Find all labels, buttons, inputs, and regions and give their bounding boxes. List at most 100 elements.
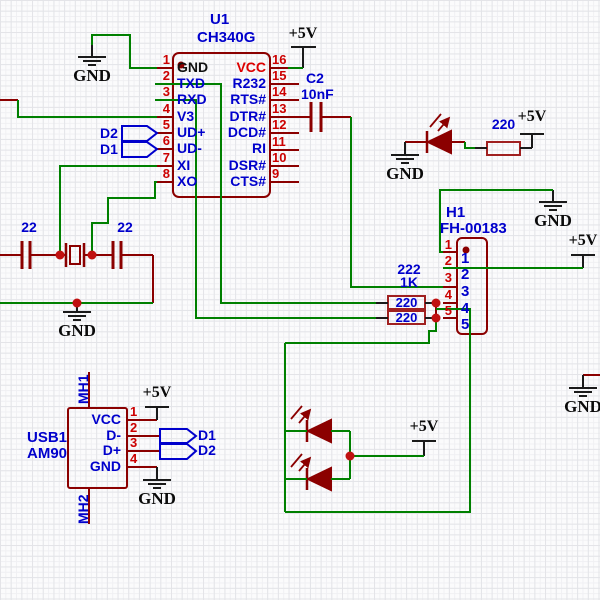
h1-num-1: 1 bbox=[444, 237, 452, 252]
p5v-symbol-topright[interactable] bbox=[520, 133, 544, 148]
h1-inner-5: 5 bbox=[461, 316, 470, 333]
u1-part[interactable]: CH340G bbox=[197, 29, 256, 46]
h1-num-2: 2 bbox=[444, 253, 452, 268]
p5v-label-leds[interactable]: +5V bbox=[409, 418, 439, 435]
netflag-d2-u1[interactable] bbox=[121, 125, 159, 142]
wire-dtr-c2-h1pin3[interactable] bbox=[350, 117, 443, 288]
wire-xi[interactable] bbox=[59, 165, 157, 255]
r2-value[interactable]: 220 bbox=[395, 310, 418, 325]
rnet-label-1k[interactable]: 1K bbox=[400, 274, 418, 290]
h1-num-5: 5 bbox=[444, 303, 452, 318]
u1-pin-num-4: 4 bbox=[162, 101, 170, 116]
usb-ref[interactable]: USB1 bbox=[27, 429, 68, 446]
cap22-right[interactable] bbox=[111, 241, 123, 269]
u1-pin-cts: CTS# bbox=[230, 173, 266, 189]
r1-value[interactable]: 220 bbox=[395, 295, 418, 310]
gnd-label-crystal[interactable]: GND bbox=[58, 321, 96, 340]
c2-value[interactable]: 10nF bbox=[301, 86, 334, 102]
gnd-label-right[interactable]: GND bbox=[564, 397, 600, 416]
led-bottom-2[interactable] bbox=[290, 454, 332, 492]
u1-pin-vcc: VCC bbox=[236, 59, 266, 75]
h1-num-3: 3 bbox=[444, 270, 452, 285]
led-top-right[interactable] bbox=[405, 114, 465, 155]
p5v-label-u1[interactable]: +5V bbox=[288, 25, 318, 42]
gnd-label-led[interactable]: GND bbox=[386, 164, 424, 183]
cap22-left[interactable] bbox=[20, 241, 32, 269]
p5v-symbol-u1[interactable] bbox=[291, 46, 316, 68]
gnd-symbol-usb[interactable] bbox=[143, 467, 171, 489]
resistor-stubs[interactable] bbox=[376, 147, 532, 319]
wire-rxd[interactable] bbox=[155, 99, 376, 319]
u1-pin-num-11: 11 bbox=[272, 134, 286, 149]
resistor-220-top[interactable] bbox=[486, 141, 521, 156]
c2-ref[interactable]: C2 bbox=[306, 70, 324, 86]
h1-inner-1: 1 bbox=[461, 250, 470, 267]
wire-h1-led-top[interactable] bbox=[285, 318, 437, 344]
usb-pin-dm: D- bbox=[106, 427, 121, 443]
wire-h1-led-bottom[interactable] bbox=[285, 308, 471, 513]
u1-pin-xi: XI bbox=[177, 157, 191, 173]
usb-pin-ticks[interactable] bbox=[127, 419, 160, 468]
h1-part[interactable]: FH-00183 bbox=[440, 220, 507, 237]
gnd-label-usb[interactable]: GND bbox=[138, 489, 176, 508]
usb1-body[interactable] bbox=[67, 407, 128, 489]
u1-ref[interactable]: U1 bbox=[210, 11, 230, 28]
u1-pin-num-3: 3 bbox=[162, 84, 170, 99]
netflag-d1-usb-label[interactable]: D1 bbox=[198, 427, 216, 443]
gnd-symbol-led[interactable] bbox=[391, 142, 419, 164]
usb-num-2: 2 bbox=[130, 420, 138, 435]
wire-txd[interactable] bbox=[155, 83, 376, 304]
wire-h1pin1-gnd[interactable] bbox=[439, 189, 553, 253]
u1-pin-dcd: DCD# bbox=[227, 124, 266, 140]
gnd-label-h1[interactable]: GND bbox=[534, 211, 572, 230]
netflag-d2-u1-label[interactable]: D2 bbox=[100, 125, 118, 141]
netflag-d1-u1-label[interactable]: D1 bbox=[100, 141, 118, 157]
usb-mh2-label: MH2 bbox=[75, 494, 91, 524]
r-top-value[interactable]: 220 bbox=[491, 116, 516, 132]
usb-num-1: 1 bbox=[130, 404, 138, 419]
usb-pin-vcc: VCC bbox=[91, 411, 121, 427]
usb-num-4: 4 bbox=[130, 451, 138, 466]
c2-capacitor[interactable] bbox=[270, 102, 351, 132]
u1-pin-gnd: GND bbox=[177, 59, 209, 75]
wire-gnd1[interactable] bbox=[91, 34, 157, 69]
u1-pin-num-15: 15 bbox=[272, 68, 287, 83]
crystal-plates[interactable] bbox=[64, 243, 86, 267]
cap22-right-value[interactable]: 22 bbox=[117, 219, 133, 235]
p5v-symbol-leds[interactable] bbox=[412, 440, 436, 456]
gnd-symbol-right[interactable] bbox=[569, 375, 597, 397]
u1-pin-r232: R232 bbox=[232, 75, 266, 91]
u1-pin-rxd: RXD bbox=[177, 91, 207, 107]
rnet-label-222[interactable]: 222 bbox=[397, 261, 421, 277]
crystal-circuit[interactable] bbox=[0, 241, 154, 303]
u1-pin-v3: V3 bbox=[177, 108, 195, 124]
h1-inner-4: 4 bbox=[461, 300, 470, 317]
gnd-symbol-h1[interactable] bbox=[539, 190, 567, 211]
crystal-body[interactable] bbox=[69, 245, 81, 265]
p5v-symbol-usb[interactable] bbox=[145, 406, 169, 420]
usb-mh1-label: MH1 bbox=[75, 374, 91, 404]
usb-pin-gnd: GND bbox=[89, 458, 121, 474]
p5v-label-h1[interactable]: +5V bbox=[568, 232, 598, 249]
wire-led-res[interactable] bbox=[464, 142, 475, 149]
wire-v3[interactable] bbox=[17, 100, 157, 118]
u1-pin-num-7: 7 bbox=[162, 150, 170, 165]
cap22-left-value[interactable]: 22 bbox=[21, 219, 37, 235]
h1-pin1-dot bbox=[462, 246, 470, 254]
wire-led-pair[interactable] bbox=[285, 430, 351, 480]
p5v-label-usb[interactable]: +5V bbox=[142, 384, 172, 401]
led-bottom-1[interactable] bbox=[290, 406, 332, 444]
netflag-d1-u1[interactable] bbox=[121, 141, 159, 158]
h1-ref[interactable]: H1 bbox=[446, 204, 466, 221]
u1-pin-num-14: 14 bbox=[272, 84, 287, 99]
netflag-d1-usb[interactable] bbox=[159, 428, 198, 444]
gnd-label-topleft[interactable]: GND bbox=[73, 66, 111, 85]
netflag-d2-usb-label[interactable]: D2 bbox=[198, 442, 216, 458]
wire-xo[interactable] bbox=[91, 181, 157, 255]
gnd-symbol-topleft[interactable] bbox=[78, 45, 106, 66]
netflag-d2-usb[interactable] bbox=[159, 443, 198, 460]
p5v-symbol-h1[interactable] bbox=[571, 254, 595, 268]
usb-part[interactable]: AM90 bbox=[27, 445, 68, 462]
p5v-label-topright[interactable]: +5V bbox=[517, 108, 547, 125]
